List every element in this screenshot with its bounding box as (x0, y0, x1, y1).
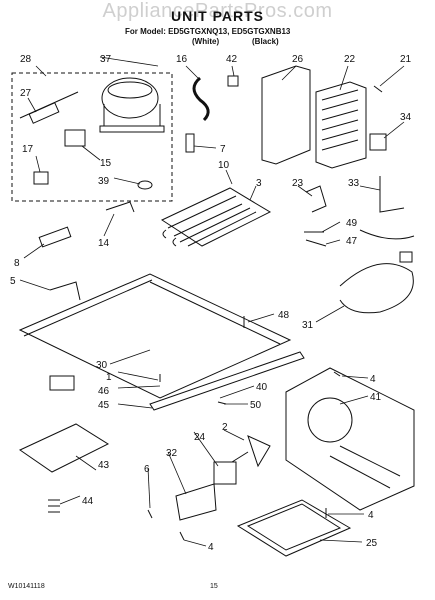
color-white-label: (White) (192, 37, 220, 46)
clip-part (227, 75, 239, 87)
bracket-part-34 (369, 133, 387, 151)
callout-49: 49 (346, 218, 358, 229)
overload-part (33, 171, 49, 185)
callout-7: 7 (220, 144, 226, 155)
callout-layer: 28 37 16 42 26 22 21 27 34 17 15 7 10 39… (10, 54, 412, 553)
panel-part (261, 65, 311, 165)
callout-4-top: 4 (370, 374, 376, 385)
tube-part (192, 76, 210, 122)
callout-14: 14 (98, 238, 110, 249)
plate-part (49, 375, 75, 391)
drain-tube-part (379, 176, 405, 213)
callout-23: 23 (292, 178, 304, 189)
callout-40: 40 (256, 382, 268, 393)
callout-25: 25 (366, 538, 378, 549)
callout-47: 47 (346, 236, 358, 247)
evaporator-coil-part (160, 187, 272, 247)
tube-part-7 (185, 133, 195, 153)
callout-26: 26 (292, 54, 304, 65)
callout-43: 43 (98, 460, 110, 471)
callout-17: 17 (22, 144, 34, 155)
page-title: UNIT PARTS (171, 8, 264, 24)
wire-harness-part (339, 229, 415, 314)
callout-16: 16 (176, 54, 188, 65)
callout-42: 42 (226, 54, 238, 65)
callout-32: 32 (166, 448, 178, 459)
spring-part (48, 499, 60, 513)
callout-3: 3 (256, 178, 262, 189)
screw-part-6 (147, 509, 153, 519)
shield-part (105, 201, 135, 213)
callout-39: 39 (98, 176, 110, 187)
drain-pan-part (236, 499, 352, 557)
callout-4-bottom-left: 4 (208, 542, 214, 553)
base-frame-part (18, 273, 292, 399)
screw-part-21 (373, 85, 383, 93)
callout-48: 48 (278, 310, 290, 321)
callout-30: 30 (96, 360, 108, 371)
callout-50: 50 (250, 400, 262, 411)
color-black-label: (Black) (252, 37, 279, 46)
callout-6: 6 (144, 464, 150, 475)
callout-34: 34 (400, 112, 412, 123)
relay-part (64, 129, 86, 147)
callout-44: 44 (82, 496, 94, 507)
document-number: W10141118 (8, 583, 45, 590)
callout-24: 24 (194, 432, 206, 443)
grommet-part (137, 180, 153, 190)
callout-22: 22 (344, 54, 356, 65)
watermark: AppliancePartsPros.com (102, 0, 333, 22)
callout-5: 5 (10, 276, 16, 287)
screw-part-4c (333, 371, 341, 377)
fan-motor-part (213, 461, 237, 485)
callout-41: 41 (370, 392, 382, 403)
compressor-group-box (11, 72, 173, 202)
screw-part-47 (305, 239, 327, 247)
callout-37: 37 (100, 54, 112, 65)
motor-bracket-part (175, 483, 217, 521)
callout-27: 27 (20, 88, 32, 99)
callout-1: 1 (106, 372, 112, 383)
screw-part-4a (179, 531, 185, 541)
fan-blade-part (231, 435, 271, 468)
model-line: For Model: ED5GTGXNQ13, ED5GTGXNB13 (125, 27, 291, 36)
callout-10: 10 (218, 160, 230, 171)
callout-45: 45 (98, 400, 110, 411)
callout-33: 33 (348, 178, 360, 189)
callout-2: 2 (222, 422, 228, 433)
callout-21: 21 (400, 54, 412, 65)
callout-8: 8 (14, 258, 20, 269)
bracket-part-23 (305, 185, 327, 213)
callout-31: 31 (302, 320, 314, 331)
drain-pan-inner (246, 503, 342, 551)
rail-part (149, 351, 305, 411)
fan-shroud-part (285, 367, 415, 511)
insulation-pad-part (18, 423, 110, 473)
callout-4-bottom-right: 4 (368, 510, 374, 521)
callout-46: 46 (98, 386, 110, 397)
insulation-part (38, 226, 72, 248)
callout-28: 28 (20, 54, 32, 65)
condenser-part (315, 81, 367, 169)
leader-lines (19, 56, 405, 547)
capacitor-part (19, 91, 79, 124)
page-number: 15 (210, 583, 218, 590)
compressor-part (99, 77, 165, 133)
callout-15: 15 (100, 158, 112, 169)
